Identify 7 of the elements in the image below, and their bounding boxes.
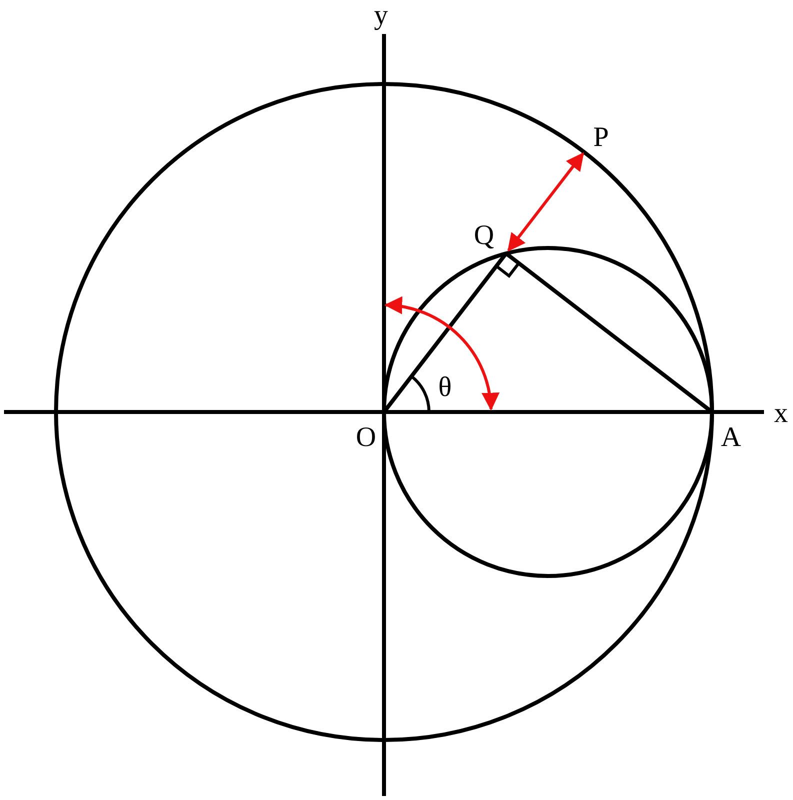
point-label: P [593, 124, 609, 152]
axis-label: x [774, 400, 788, 428]
point-label: O [356, 424, 376, 452]
axis-label: y [374, 2, 388, 30]
angle-label: θ [438, 374, 452, 402]
point-label: Q [474, 222, 494, 250]
point-label: A [720, 424, 742, 452]
